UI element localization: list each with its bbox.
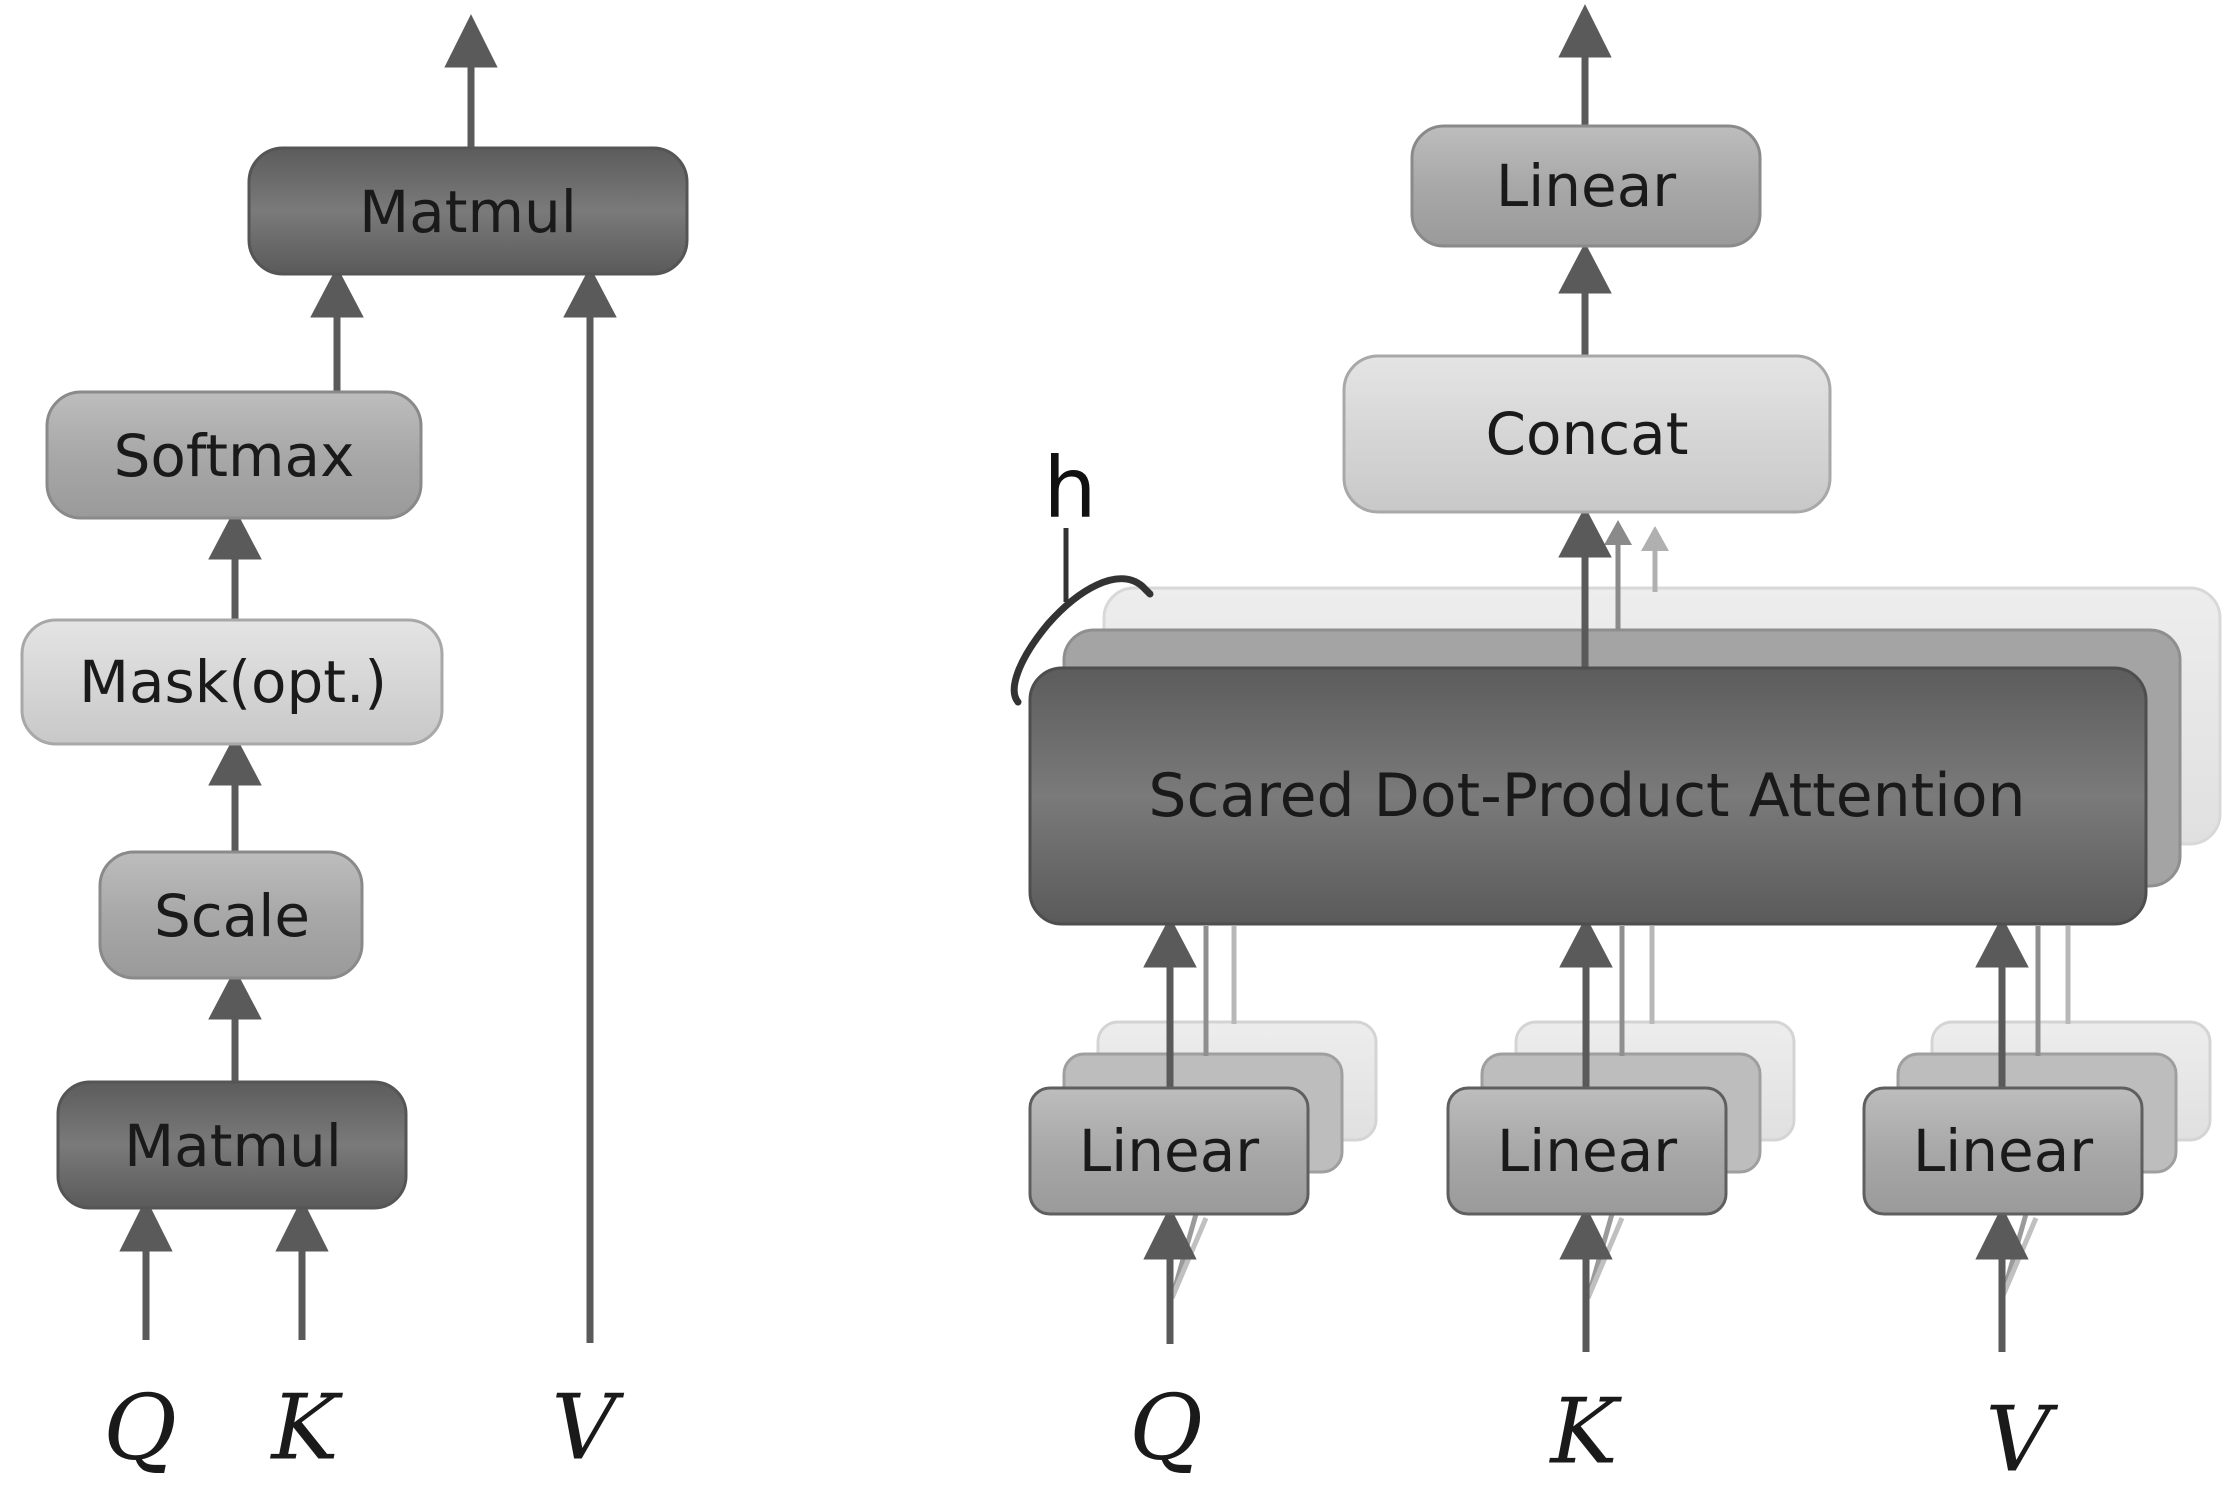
matmul-bottom-label: Matmul (124, 1112, 342, 1180)
left-arrows (119, 14, 617, 1343)
linear-k-label: Linear (1497, 1117, 1677, 1185)
left-input-q: Q (103, 1376, 177, 1481)
right-input-q: Q (1129, 1376, 1203, 1481)
matmul-top-box: Matmul (247, 146, 689, 276)
scale-label: Scale (154, 882, 310, 950)
right-input-k: K (1548, 1380, 1622, 1485)
linear-v-box: Linear (1862, 1086, 2144, 1216)
attention-box: Scared Dot-Product Attention (1028, 666, 2148, 926)
softmax-box: Softmax (45, 390, 423, 520)
linear-k-box: Linear (1446, 1086, 1728, 1216)
left-input-v: V (552, 1376, 625, 1481)
mask-label: Mask(opt.) (79, 648, 387, 716)
matmul-bottom-box: Matmul (56, 1080, 408, 1210)
right-arrows (1143, 4, 2029, 1352)
concat-label: Concat (1486, 400, 1689, 468)
linear-v-label: Linear (1913, 1117, 2093, 1185)
scale-box: Scale (98, 850, 364, 980)
mask-box: Mask(opt.) (20, 618, 444, 746)
linear-top-label: Linear (1496, 152, 1676, 220)
left-input-k: K (269, 1376, 343, 1481)
scaled-dot-product-panel: Matmul Softmax Mask(opt.) Scale Matmul Q… (20, 14, 689, 1481)
linear-q-box: Linear (1028, 1086, 1310, 1216)
heads-label: h (1043, 439, 1096, 537)
heads-count-annotation: h (1010, 439, 1154, 706)
multi-head-attention-panel: Linear Concat h Scared Dot-Product Atten… (1010, 4, 2222, 1490)
attention-label: Scared Dot-Product Attention (1148, 761, 2025, 831)
matmul-top-label: Matmul (359, 178, 577, 246)
right-input-v: V (1986, 1388, 2059, 1490)
linear-top-box: Linear (1410, 124, 1762, 248)
softmax-label: Softmax (114, 422, 355, 490)
linear-q-label: Linear (1079, 1117, 1259, 1185)
concat-box: Concat (1342, 354, 1832, 514)
